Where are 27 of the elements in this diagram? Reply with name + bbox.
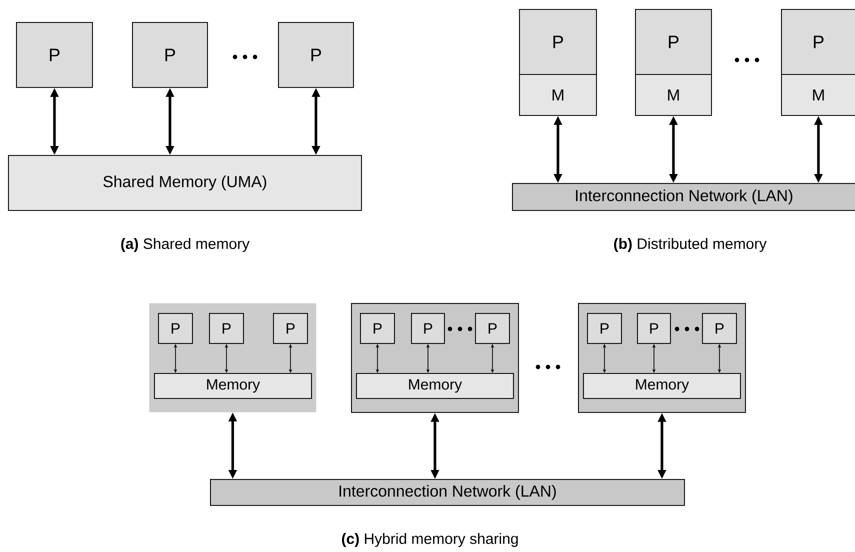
- memory-box: Memory: [583, 373, 741, 399]
- processor-box: P: [637, 313, 671, 344]
- processor-box: P: [587, 313, 622, 344]
- processor-box: P: [635, 9, 712, 75]
- processor-box: P: [278, 22, 354, 88]
- processor-box: P: [158, 313, 193, 344]
- processor-box: P: [209, 313, 244, 344]
- processor-box: P: [132, 22, 208, 88]
- memory-box: M: [781, 74, 855, 116]
- caption: (c) Hybrid memory sharing: [342, 533, 518, 547]
- memory-box: Shared Memory (UMA): [8, 155, 362, 211]
- processor-box: P: [475, 313, 510, 344]
- memory-box: M: [519, 74, 597, 116]
- processor-box: P: [519, 9, 597, 75]
- processor-box: P: [702, 313, 737, 344]
- memory-box: Memory: [356, 373, 514, 399]
- memory-box: Memory: [154, 373, 312, 399]
- network-bar: Interconnection Network (LAN): [210, 479, 685, 506]
- processor-box: P: [411, 313, 445, 344]
- caption: (b) Distributed memory: [614, 238, 767, 252]
- processor-box: P: [781, 9, 855, 75]
- processor-box: P: [16, 22, 93, 88]
- processor-box: P: [360, 313, 395, 344]
- caption: (a) Shared memory: [121, 238, 250, 252]
- processor-box: P: [273, 313, 308, 344]
- network-bar: Interconnection Network (LAN): [512, 183, 855, 211]
- memory-box: M: [635, 74, 712, 116]
